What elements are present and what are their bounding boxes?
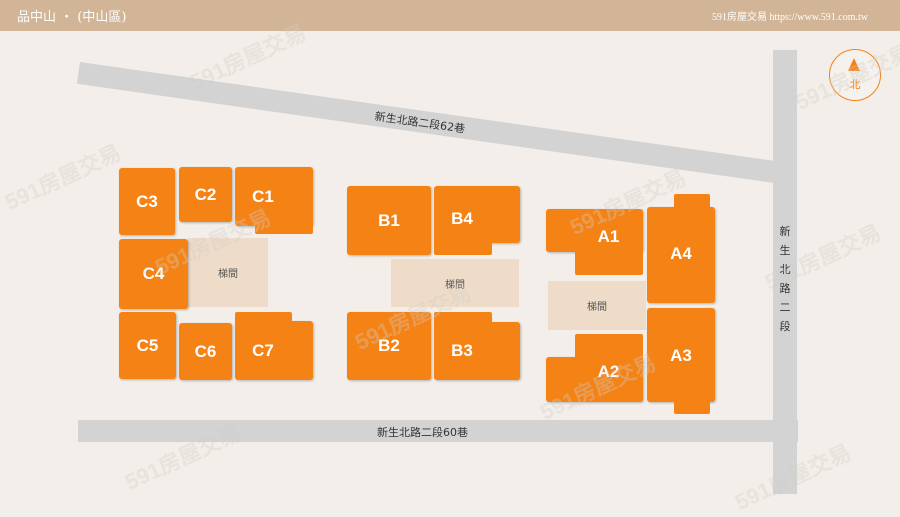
unit-notch (434, 236, 492, 255)
stairwell-c: 梯間 (188, 238, 268, 307)
unit-B3[interactable]: B3 (434, 312, 520, 380)
compass-label: 北 (849, 78, 861, 91)
unit-A2[interactable]: A2 (546, 334, 643, 402)
unit-C3[interactable]: C3 (119, 168, 175, 235)
unit-notch (674, 194, 710, 212)
unit-label: C1 (252, 186, 274, 206)
unit-notch (674, 396, 710, 414)
compass-north: 北 (829, 49, 881, 101)
unit-notch (434, 312, 492, 326)
road-label-right: 新生北路二段 (779, 225, 791, 333)
unit-label: C4 (142, 264, 165, 283)
unit-label: B1 (378, 210, 400, 230)
unit-notch (575, 334, 643, 362)
watermark: 591房屋交易 (1, 139, 125, 216)
road-bottom (78, 420, 798, 442)
unit-C2[interactable]: C2 (179, 167, 232, 222)
unit-C1[interactable]: C1 (235, 167, 313, 234)
unit-notch (235, 312, 292, 326)
unit-label: C7 (252, 340, 274, 360)
unit-C5[interactable]: C5 (119, 312, 176, 379)
north-arrow-icon (848, 58, 860, 71)
unit-notch (255, 217, 313, 234)
unit-label: B3 (451, 341, 473, 360)
unit-B4[interactable]: B4 (434, 186, 520, 255)
unit-label: C5 (136, 335, 159, 355)
road-right (773, 50, 797, 494)
page-title: 品中山 ・ (中山區) (17, 10, 127, 25)
unit-A3[interactable]: A3 (647, 308, 715, 414)
unit-label: A1 (597, 226, 620, 246)
stairwell-label: 梯間 (587, 302, 607, 313)
unit-label: A3 (670, 346, 692, 365)
road-label-bottom: 新生北路二段60巷 (377, 426, 468, 439)
site-credit: 591房屋交易 https://www.591.com.tw (711, 12, 868, 23)
stairwell-label: 梯間 (445, 279, 465, 291)
unit-C6[interactable]: C6 (179, 323, 232, 380)
unit-A4[interactable]: A4 (647, 194, 715, 303)
header-bar: 品中山 ・ (中山區) 591房屋交易 https://www.591.com.… (0, 0, 900, 31)
stairwell-b: 梯間 (391, 259, 519, 307)
stairwell-label: 梯間 (218, 269, 238, 280)
unit-label: C2 (194, 184, 217, 204)
unit-label: B2 (378, 336, 400, 355)
unit-notch (575, 247, 643, 275)
unit-C7[interactable]: C7 (235, 312, 313, 380)
unit-label: A2 (597, 361, 620, 381)
unit-B2[interactable]: B2 (347, 312, 431, 380)
unit-label: C3 (136, 191, 158, 211)
unit-label: A4 (670, 244, 692, 263)
unit-label: B4 (451, 208, 473, 228)
unit-C4[interactable]: C4 (119, 239, 188, 309)
unit-A1[interactable]: A1 (546, 209, 643, 275)
stairwell-a: 梯間 (548, 281, 646, 330)
unit-label: C6 (194, 341, 217, 361)
unit-B1[interactable]: B1 (347, 186, 431, 255)
